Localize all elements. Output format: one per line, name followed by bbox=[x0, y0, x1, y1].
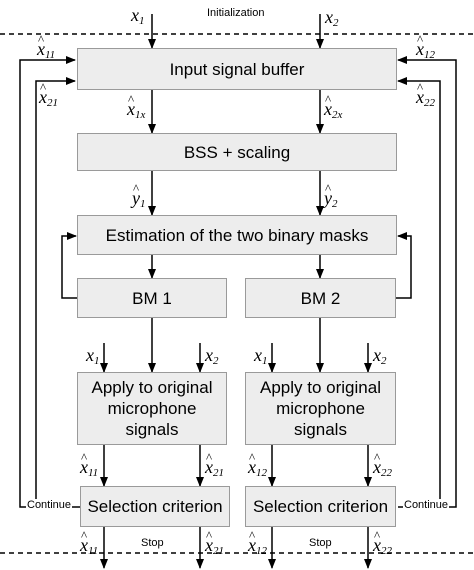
var-x1-apply1: x1 bbox=[86, 345, 100, 367]
var-x1x-hat: x1x bbox=[127, 91, 145, 124]
var-y1-hat: y1 bbox=[132, 180, 146, 213]
bm2-feedback bbox=[396, 232, 412, 299]
apply-box-1: Apply to original microphone signals bbox=[77, 372, 227, 445]
continue-loop-right-inner bbox=[397, 77, 441, 507]
var-x22-hat-out: x22 bbox=[373, 527, 392, 560]
apply-box-2: Apply to original microphone signals bbox=[245, 372, 396, 445]
var-x12-hat-mid: x12 bbox=[248, 449, 267, 482]
var-x12-hat-out: x12 bbox=[248, 527, 267, 560]
var-x22-hat-top: x22 bbox=[416, 79, 435, 112]
var-x11-hat-mid: x11 bbox=[80, 449, 98, 482]
stop-label-2: Stop bbox=[309, 537, 332, 549]
var-x12-hat-top: x12 bbox=[416, 31, 435, 64]
var-x1-apply2: x1 bbox=[254, 345, 268, 367]
var-x11-hat-top: x11 bbox=[37, 31, 55, 64]
var-x21-hat-out: x21 bbox=[205, 527, 224, 560]
bm1-feedback bbox=[61, 232, 77, 299]
var-x2x-hat: x2x bbox=[324, 91, 342, 124]
var-x11-hat-out: x11 bbox=[80, 527, 98, 560]
var-x2-apply1: x2 bbox=[205, 345, 219, 367]
bss-scaling-box: BSS + scaling bbox=[77, 133, 397, 171]
bm2-box: BM 2 bbox=[245, 278, 396, 318]
var-x21-hat-top: x21 bbox=[39, 79, 58, 112]
stop-label-1: Stop bbox=[141, 537, 164, 549]
continue-loop-left-outer bbox=[19, 56, 80, 508]
continue-loop-right-outer bbox=[397, 56, 457, 508]
var-x1-top: x1 bbox=[131, 5, 145, 27]
selection-criterion-box-1: Selection criterion bbox=[80, 486, 230, 527]
var-x2-top: x2 bbox=[325, 7, 339, 29]
var-x2-apply2: x2 bbox=[373, 345, 387, 367]
initialization-label: Initialization bbox=[207, 7, 265, 19]
var-y2-hat: y2 bbox=[324, 180, 338, 213]
bm1-box: BM 1 bbox=[77, 278, 227, 318]
continue-label-right: Continue bbox=[403, 499, 450, 511]
selection-criterion-box-2: Selection criterion bbox=[245, 486, 396, 527]
continue-loop-left-inner bbox=[35, 77, 76, 507]
input-signal-buffer-box: Input signal buffer bbox=[77, 48, 397, 90]
var-x21-hat-mid: x21 bbox=[205, 449, 224, 482]
continue-label-left: Continue bbox=[26, 499, 73, 511]
var-x22-hat-mid: x22 bbox=[373, 449, 392, 482]
mask-estimation-box: Estimation of the two binary masks bbox=[77, 215, 397, 255]
